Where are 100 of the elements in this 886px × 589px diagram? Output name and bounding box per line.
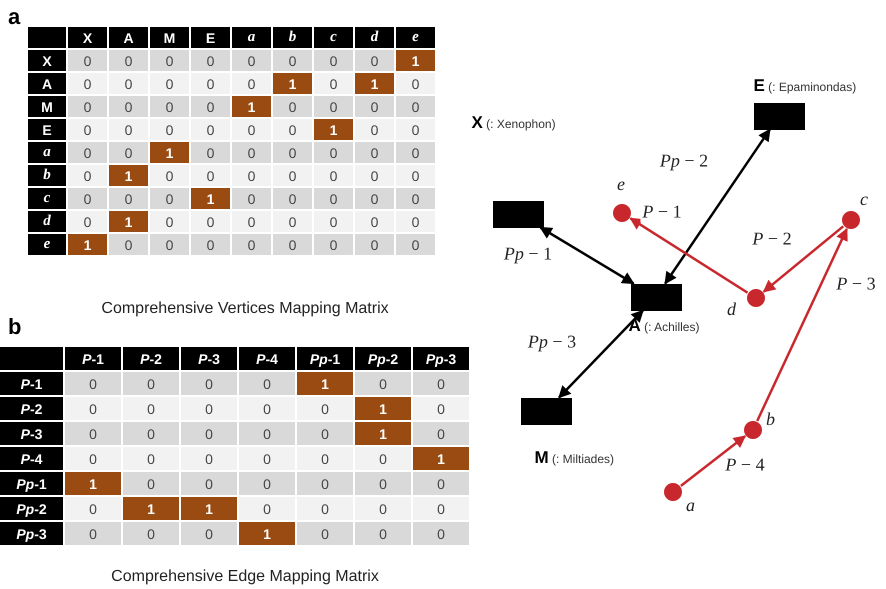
- matrix-cell: 0: [68, 165, 107, 186]
- matrix-cell: 0: [413, 497, 469, 520]
- panel-label: b: [8, 316, 22, 338]
- matrix-cell: 0: [181, 522, 237, 545]
- matrix-cell: 1: [181, 497, 237, 520]
- row-header: Pp-2: [0, 497, 63, 520]
- matrix-cell: 0: [413, 397, 469, 420]
- matrix-cell: 0: [123, 422, 179, 445]
- matrix-cell: 0: [109, 188, 148, 209]
- entity-label: E (: Epaminondas): [754, 76, 856, 96]
- matrix-cell: 0: [355, 119, 394, 140]
- matrix-cell: 0: [123, 522, 179, 545]
- matrix-cell: 0: [314, 142, 353, 163]
- matrix-cell: 0: [239, 497, 295, 520]
- matrix-cell: 1: [68, 234, 107, 255]
- matrix-cell: 0: [150, 50, 189, 71]
- column-header: P-3: [181, 347, 237, 370]
- matrix-cell: 0: [314, 211, 353, 232]
- matrix-cell: 0: [109, 142, 148, 163]
- matrix-cell: 1: [355, 422, 411, 445]
- matrix-cell: 0: [314, 234, 353, 255]
- matrix-cell: 0: [65, 447, 121, 470]
- column-header: a: [232, 27, 271, 48]
- matrix-cell: 0: [396, 165, 435, 186]
- column-header: Pp-1: [297, 347, 353, 370]
- matrix-cell: 0: [232, 142, 271, 163]
- matrix-cell: 0: [239, 372, 295, 395]
- matrix-cell: 0: [150, 234, 189, 255]
- matrix-cell: 0: [123, 397, 179, 420]
- matrix-cell: 0: [355, 142, 394, 163]
- matrix-cell: 0: [396, 142, 435, 163]
- matrix-cell: 0: [314, 96, 353, 117]
- matrix-cell: 0: [123, 447, 179, 470]
- matrix-cell: 0: [65, 497, 121, 520]
- matrix-cell: 0: [273, 165, 312, 186]
- matrix-cell: 1: [297, 372, 353, 395]
- entity-label: M (: Miltiades): [534, 448, 614, 468]
- matrix-cell: 1: [191, 188, 230, 209]
- matrix-cell: 1: [109, 211, 148, 232]
- column-header: d: [355, 27, 394, 48]
- matrix-cell: 0: [273, 96, 312, 117]
- matrix-cell: 0: [297, 522, 353, 545]
- matrix-cell: 0: [297, 447, 353, 470]
- arrow: [558, 310, 644, 398]
- matrix-cell: 0: [413, 422, 469, 445]
- matrix-cell: 0: [355, 522, 411, 545]
- arrow: [762, 225, 844, 293]
- matrix-cell: 0: [297, 397, 353, 420]
- matrix-cell: 0: [396, 188, 435, 209]
- column-header: b: [273, 27, 312, 48]
- matrix-cell: 0: [273, 234, 312, 255]
- matrix-cell: 0: [232, 211, 271, 232]
- arrow: [629, 217, 748, 294]
- matrix-cell: 0: [191, 142, 230, 163]
- row-header: E: [28, 119, 66, 140]
- matrix-cell: 0: [68, 142, 107, 163]
- matrix-cell: 0: [181, 397, 237, 420]
- matrix-cell: 1: [232, 96, 271, 117]
- vertex-label: a: [686, 495, 695, 516]
- row-header: X: [28, 50, 66, 71]
- matrix-cell: 0: [239, 422, 295, 445]
- row-header: e: [28, 234, 66, 255]
- arrow: [756, 228, 848, 422]
- row-header: d: [28, 211, 66, 232]
- column-header: M: [150, 27, 189, 48]
- column-header: E: [191, 27, 230, 48]
- matrix-cell: 0: [232, 50, 271, 71]
- matrix-cell: 0: [355, 50, 394, 71]
- matrix-cell: 0: [239, 447, 295, 470]
- row-header: P-3: [0, 422, 63, 445]
- matrix-cell: 0: [123, 372, 179, 395]
- matrix-cell: 0: [150, 165, 189, 186]
- vertex-label: c: [860, 189, 868, 210]
- matrix-cell: 0: [273, 188, 312, 209]
- matrix-cell: 0: [191, 50, 230, 71]
- matrix-cell: 0: [232, 165, 271, 186]
- matrix-cell: 1: [413, 447, 469, 470]
- matrix-cell: 0: [191, 211, 230, 232]
- matrix-cell: 0: [109, 73, 148, 94]
- row-header: P-4: [0, 447, 63, 470]
- matrix-cell: 0: [239, 397, 295, 420]
- matrix-cell: 0: [150, 73, 189, 94]
- vertex-label: b: [766, 409, 775, 430]
- matrix-cell: 0: [232, 119, 271, 140]
- matrix-cell: 0: [355, 188, 394, 209]
- table-caption: Comprehensive Vertices Mapping Matrix: [101, 300, 389, 318]
- matrix-cell: 0: [314, 73, 353, 94]
- matrix-cell: 0: [68, 96, 107, 117]
- row-header: b: [28, 165, 66, 186]
- column-header: P-1: [65, 347, 121, 370]
- matrix-cell: 1: [150, 142, 189, 163]
- matrix-cell: 0: [355, 211, 394, 232]
- matrix-cell: 1: [65, 472, 121, 495]
- matrix-cell: 0: [191, 165, 230, 186]
- matrix-cell: 1: [396, 50, 435, 71]
- matrix-cell: 1: [123, 497, 179, 520]
- column-header: Pp-3: [413, 347, 469, 370]
- matrix-cell: 0: [68, 119, 107, 140]
- matrix-cell: 0: [232, 234, 271, 255]
- matrix-cell: 0: [65, 522, 121, 545]
